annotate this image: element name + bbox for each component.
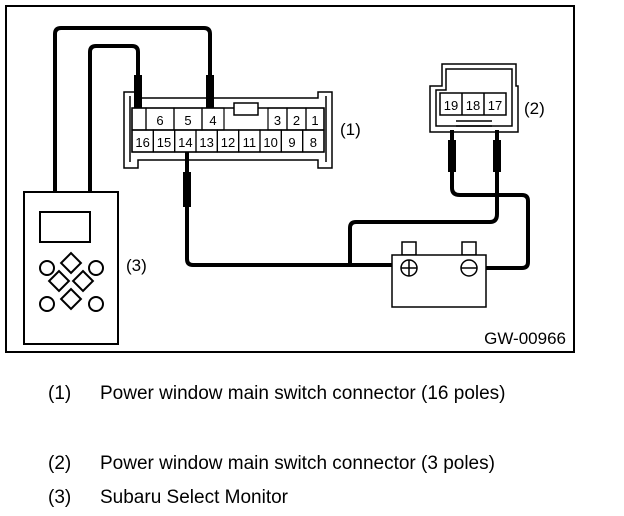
pin-label: 8 xyxy=(310,135,317,150)
pin-label: 11 xyxy=(243,135,257,150)
pin-label: 2 xyxy=(293,113,300,128)
pin-label: 16 xyxy=(135,135,149,150)
pin-label: 1 xyxy=(311,113,318,128)
connector-3-pole xyxy=(429,63,519,133)
wires xyxy=(53,26,530,270)
pin-label: 3 xyxy=(274,113,281,128)
legend-text: Power window main switch connector (3 po… xyxy=(100,453,495,474)
pin-label: 17 xyxy=(488,98,502,113)
figure-code: GW-00966 xyxy=(484,329,566,348)
pin-label: 4 xyxy=(209,113,216,128)
pin-label: 13 xyxy=(199,135,213,150)
legend-num: (3) xyxy=(48,487,72,508)
battery xyxy=(391,241,487,308)
pin-label: 9 xyxy=(288,135,295,150)
legend-num: (1) xyxy=(48,383,72,404)
pin-cell xyxy=(201,107,225,131)
legend-text: Subaru Select Monitor xyxy=(100,487,288,508)
callout-3: (3) xyxy=(126,256,147,275)
callout-2: (2) xyxy=(524,99,545,118)
pin-label: 12 xyxy=(221,135,235,150)
pin-label: 6 xyxy=(156,113,163,128)
connector2-pin-labels: 19 18 17 xyxy=(444,98,502,113)
select-monitor xyxy=(23,191,119,345)
legend-num: (2) xyxy=(48,453,72,474)
legend-text: Power window main switch connector (16 p… xyxy=(100,383,506,404)
callout-1: (1) xyxy=(340,120,361,139)
diagram-frame xyxy=(5,5,575,353)
pin-label: 15 xyxy=(157,135,171,150)
pin-label: 5 xyxy=(184,113,191,128)
pin-label: 14 xyxy=(178,135,192,150)
pin-label: 18 xyxy=(466,98,480,113)
pin-label: 19 xyxy=(444,98,458,113)
pin-cell xyxy=(305,107,325,131)
pin-label: 10 xyxy=(263,135,277,150)
